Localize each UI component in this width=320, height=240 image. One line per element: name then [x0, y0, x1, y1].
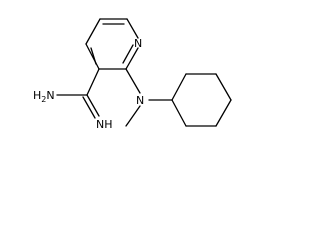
amino-substituent [125, 68, 173, 127]
amidine-group [56, 68, 100, 119]
bond-cyclohexyl-4 [215, 99, 232, 127]
amidine-nh-label: NH [96, 118, 113, 131]
bond-cyclohexyl-3 [215, 73, 232, 101]
bond-amidine-c-nh-2 [82, 96, 96, 119]
pyridine-ring [85, 18, 139, 70]
amidine-h2n-h: H [33, 89, 41, 102]
bond-ring-n-c2 [125, 47, 139, 70]
amine-nitrogen-label: N [136, 94, 144, 107]
bond-ring-c4-c5 [85, 18, 101, 45]
bond-cyclohexyl-1 [171, 73, 187, 101]
bond-c3-amidine-carbon [86, 68, 100, 96]
bond-c2-amine-n [125, 68, 141, 94]
chemical-structure: N N NH H2N [33, 18, 232, 131]
bond-ring-top-right [126, 18, 139, 39]
bond-amine-n-methyl [125, 105, 141, 127]
bond-ring-inner-right [122, 44, 134, 64]
bond-amidine-c-nh-1 [86, 94, 100, 117]
bond-ring-inner-left [90, 47, 97, 65]
bond-ring-c3-c4 [85, 43, 100, 70]
cyclohexane-ring [171, 73, 232, 127]
amidine-h2n-subscript: 2 [41, 95, 46, 104]
bond-cyclohexyl-6 [171, 99, 187, 127]
amidine-h2n-n: N [46, 89, 54, 102]
ring-nitrogen-label: N [134, 37, 142, 50]
amidine-h2n-label: H2N [33, 89, 55, 104]
